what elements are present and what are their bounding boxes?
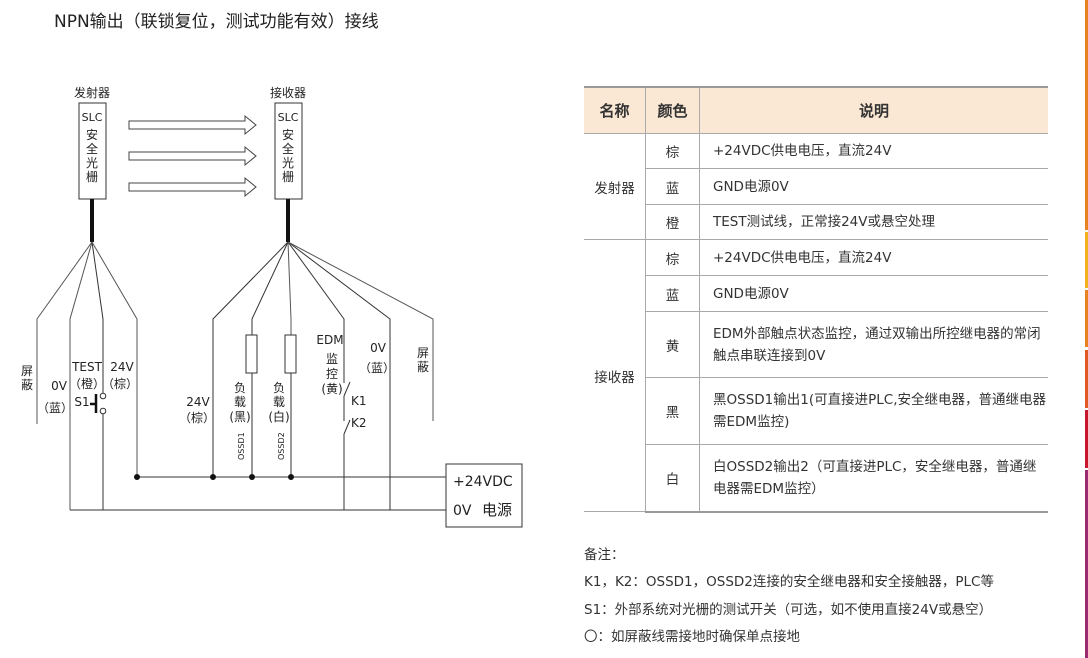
header-desc: 说明 [699, 86, 1048, 134]
table-row: 黑黑OSSD1输出1(可直接进PLC,安全继电器，普通继电器需EDM监控) [584, 377, 1048, 445]
cell-desc: GND电源0V [699, 168, 1048, 205]
page-title: NPN输出（联锁复位，测试功能有效）接线 [54, 12, 379, 32]
edge-segment [1085, 350, 1088, 408]
cell-color: 棕 [645, 239, 700, 276]
cell-desc: EDM外部触点状态监控，通过双输出所控继电器的常闭触点串联连接到0V [699, 311, 1048, 378]
receiver-model: SLC [278, 111, 299, 124]
edge-segment [1085, 470, 1088, 658]
cell-desc: +24VDC供电电压，直流24V [699, 133, 1048, 169]
edge-segment [1085, 232, 1088, 288]
power-0v-label: 0V [453, 503, 472, 519]
char: 光 [282, 156, 294, 170]
char: 光 [86, 156, 98, 170]
label: 0V [370, 341, 387, 355]
char: 栅 [282, 169, 294, 184]
group-name: 发射器 [584, 133, 646, 240]
cell-color: 棕 [645, 133, 700, 169]
char: 栅 [86, 169, 98, 184]
label: 负 [234, 381, 246, 395]
note-line: 〇：如屏蔽线需接地时确保单点接地 [584, 628, 800, 645]
label: 控 [326, 367, 338, 381]
group-name: 接收器 [584, 239, 646, 512]
label: K2 [351, 416, 367, 430]
char: 全 [282, 141, 294, 156]
label: 屏 [417, 346, 429, 360]
label: 屏 [21, 364, 33, 378]
cell-desc: 黑OSSD1输出1(可直接进PLC,安全继电器，普通继电器需EDM监控) [699, 377, 1048, 445]
edge-segment [1085, 290, 1088, 347]
power-supply-box [445, 463, 523, 528]
cell-color: 黑 [645, 377, 700, 445]
header-name: 名称 [584, 86, 646, 134]
cell-desc: 白OSSD2输出2（可直接进PLC，安全继电器，普通继电器需EDM监控） [699, 444, 1048, 513]
label: (白) [268, 409, 289, 424]
label: 监 [326, 352, 338, 366]
label: OSSD1 [237, 432, 246, 460]
cell-desc: TEST测试线，正常接24V或悬空处理 [699, 204, 1048, 240]
label: 24V [110, 360, 134, 374]
emitter-name: 安 全 光 栅 [86, 127, 98, 184]
power-label: 电源 [482, 501, 512, 519]
label: （蓝） [359, 361, 395, 375]
label: 载 [234, 395, 246, 409]
notes-heading: 备注： [584, 547, 625, 563]
char: 安 [282, 127, 294, 142]
cell-color: 白 [645, 444, 700, 513]
edge-segment [1085, 410, 1088, 468]
cell-color: 蓝 [645, 275, 700, 312]
label: （棕） [179, 410, 215, 425]
label: 0V [51, 379, 68, 393]
notes: 备注： K1，K2：OSSD1，OSSD2连接的安全继电器和安全接触器，PLC等… [584, 542, 994, 651]
beam-arrows [128, 114, 257, 198]
wiring-diagram: 发射器 接收器 SLC SLC 安 全 光 栅 安 全 光 栅 屏 蔽 0V （… [21, 85, 523, 528]
receiver-label: 接收器 [270, 85, 306, 100]
table-row: 接收器棕+24VDC供电电压，直流24V [584, 239, 1048, 512]
note-line: K1，K2：OSSD1，OSSD2连接的安全继电器和安全接触器，PLC等 [584, 574, 994, 591]
switch-s1-label: S1 [74, 395, 89, 409]
cell-color: 蓝 [645, 168, 700, 205]
cell-color: 黄 [645, 311, 700, 378]
char: 安 [86, 127, 98, 142]
label: TEST [71, 360, 103, 374]
label: （橙） [69, 376, 105, 391]
emitter-label: 发射器 [74, 85, 110, 100]
edge-segment [1085, 0, 1088, 230]
label: EDM [316, 333, 343, 347]
cell-desc: +24VDC供电电压，直流24V [699, 239, 1048, 276]
label: 负 [273, 381, 285, 395]
table-row: 白白OSSD2输出2（可直接进PLC，安全继电器，普通继电器需EDM监控） [584, 444, 1048, 513]
emitter-model: SLC [82, 111, 103, 124]
label: 载 [273, 395, 285, 409]
note-line: S1：外部系统对光栅的测试开关（可选，如不使用直接24V或悬空） [584, 601, 993, 618]
receiver-name: 安 全 光 栅 [282, 127, 294, 184]
label: OSSD2 [277, 432, 286, 460]
label: (黄) [321, 382, 342, 396]
label: （棕） [102, 376, 138, 391]
label: 24V [186, 395, 210, 409]
label: K1 [351, 394, 367, 408]
cell-color: 橙 [645, 204, 700, 240]
label: 蔽 [417, 360, 429, 374]
header-color: 颜色 [645, 86, 700, 134]
cell-desc: GND电源0V [699, 275, 1048, 312]
label: （蓝） [37, 401, 73, 415]
table-row: 发射器棕+24VDC供电电压，直流24V [584, 133, 1048, 240]
power-24v-label: +24VDC [453, 474, 513, 490]
char: 全 [86, 141, 98, 156]
label: 蔽 [21, 378, 33, 392]
label: (黑) [229, 410, 250, 424]
